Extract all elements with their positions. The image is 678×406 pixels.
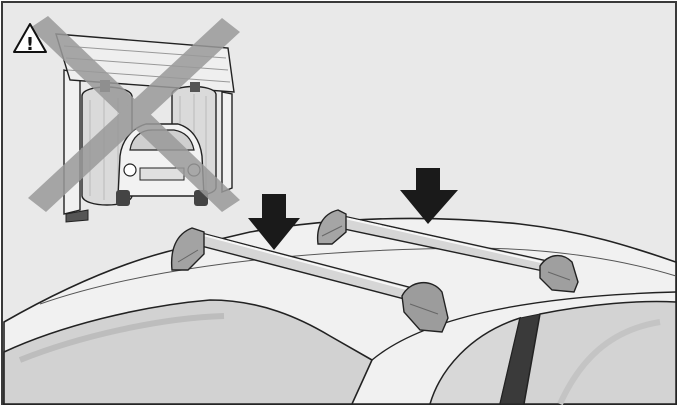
warning-triangle-icon: ! bbox=[13, 23, 47, 55]
cross-out-icon bbox=[28, 16, 240, 212]
rear-roof-bar bbox=[316, 209, 579, 293]
car-roof bbox=[3, 217, 677, 406]
down-arrow-icon bbox=[400, 168, 458, 224]
front-roof-bar bbox=[170, 227, 449, 333]
warning-symbol: ! bbox=[26, 34, 34, 55]
down-arrow-icon bbox=[248, 194, 300, 250]
